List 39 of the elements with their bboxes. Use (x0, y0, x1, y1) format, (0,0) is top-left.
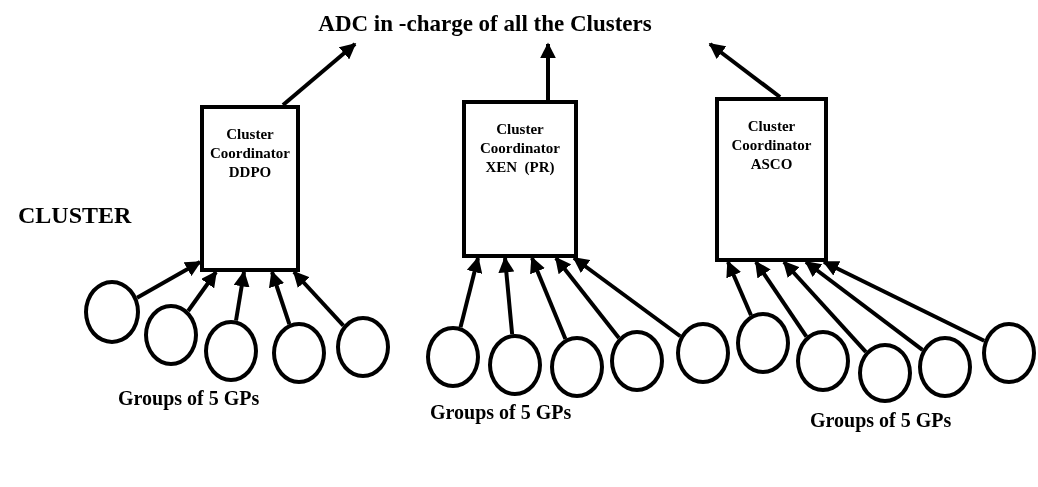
arrow (233, 270, 250, 321)
arrow (530, 256, 568, 340)
arrow (726, 260, 753, 317)
box-label: Cluster Coordinator ASCO (730, 117, 813, 174)
circle-node (84, 280, 140, 344)
process-box (462, 100, 578, 258)
arrow (458, 256, 483, 328)
arrow (292, 270, 345, 328)
arrow (136, 260, 202, 300)
process-box (715, 97, 828, 262)
arrow (268, 270, 292, 325)
group-caption: Groups of 5 GPs (430, 402, 572, 422)
process-box (200, 105, 300, 272)
arrow (281, 42, 357, 107)
arrow (540, 42, 556, 100)
circle-node (918, 336, 972, 398)
arrow (554, 256, 621, 340)
heading-text: ADC in -charge of all the Clusters (290, 12, 680, 44)
arrow (782, 260, 868, 354)
circle-node (144, 304, 198, 366)
arrow (186, 270, 218, 313)
arrow (822, 260, 986, 343)
group-caption: Groups of 5 GPs (118, 388, 260, 408)
arrow (498, 256, 515, 335)
circle-node (336, 316, 390, 378)
circle-node (610, 330, 664, 392)
box-label: Cluster Coordinator XEN (PR) (479, 120, 561, 177)
arrow (708, 42, 782, 99)
group-caption: Groups of 5 GPs (810, 410, 952, 430)
arrow (804, 260, 924, 352)
circle-node (796, 330, 850, 392)
circle-node (858, 343, 912, 403)
cluster-label: CLUSTER (18, 203, 132, 227)
circle-node (736, 312, 790, 374)
box-label: Cluster Coordinator DDPO (209, 125, 291, 182)
circle-node (272, 322, 326, 384)
circle-node (550, 336, 604, 398)
arrow (572, 256, 682, 338)
arrow (754, 260, 809, 338)
